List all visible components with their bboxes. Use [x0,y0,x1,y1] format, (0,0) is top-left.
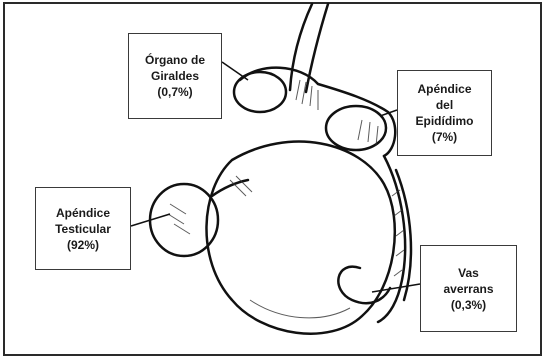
testis-body [206,142,394,334]
label-testicular-line2: Testicular [55,221,111,237]
label-vas-percent: (0,3%) [451,297,486,313]
epididymis-appendix-shape [326,106,386,150]
label-organo-de-giraldes: Órgano de Giraldes (0,7%) [128,33,222,119]
label-organo-line2: Giraldes [151,68,199,84]
label-testicular-percent: (92%) [67,237,99,253]
label-epididimo-percent: (7%) [432,129,457,145]
vas-aberrans-shape [338,267,390,304]
label-organo-line1: Órgano de [145,52,205,68]
label-vas-aberrans: Vas averrans (0,3%) [420,245,517,332]
label-vas-line2: averrans [443,281,493,297]
giraldes-organ-shape [234,72,286,112]
label-apendice-testicular: Apéndice Testicular (92%) [35,187,131,270]
label-epididimo-line3: Epidídimo [416,113,474,129]
label-epididimo-line2: del [436,97,453,113]
label-apendice-del-epididimo: Apéndice del Epidídimo (7%) [397,70,492,156]
label-organo-percent: (0,7%) [157,84,192,100]
label-epididimo-line1: Apéndice [417,81,471,97]
label-testicular-line1: Apéndice [56,205,110,221]
label-vas-line1: Vas [458,265,479,281]
